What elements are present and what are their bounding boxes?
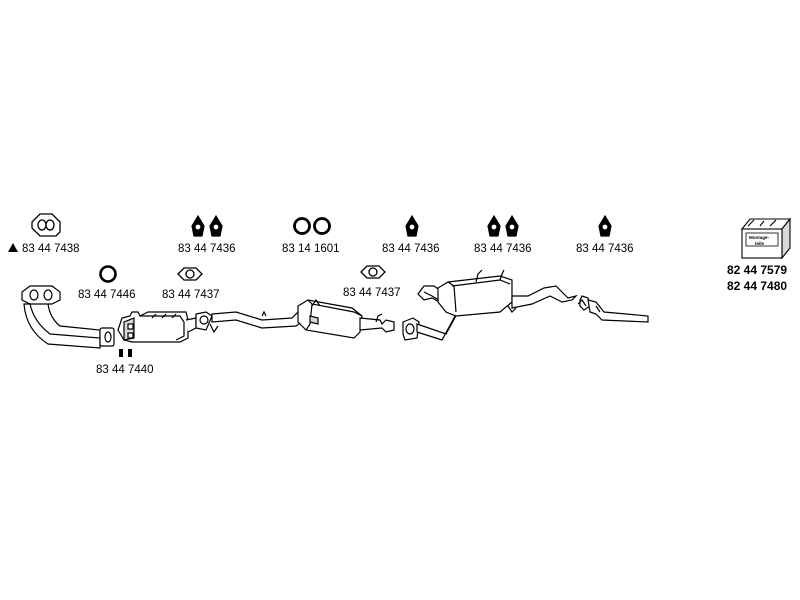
intermediate-pipe	[195, 305, 311, 334]
mounting-kit-box-icon	[740, 217, 792, 260]
part-number-o-rings: 83 14 1601	[282, 243, 340, 255]
part-number-hanger-single-1: 83 44 7436	[382, 243, 440, 255]
part-number-manifold-gasket: 83 44 7438	[22, 243, 80, 255]
part-number-clamp-pair: 83 44 7440	[96, 364, 154, 376]
rubber-hanger-pair-icon	[487, 214, 519, 237]
middle-muffler	[297, 298, 395, 339]
kit-code-2: 82 44 7480	[727, 279, 787, 293]
flange-gasket-icon	[360, 265, 386, 279]
clamp-pair-icon	[119, 349, 132, 357]
rubber-hanger-icon	[598, 214, 612, 237]
triangle-marker-icon	[8, 243, 18, 252]
rubber-hanger-pair-icon	[191, 214, 223, 237]
part-number-ring-gasket: 83 44 7446	[78, 289, 136, 301]
part-number-hanger-pair-2: 83 44 7436	[474, 243, 532, 255]
kit-box-label-line1: Montage-	[749, 235, 769, 240]
rear-muffler	[437, 269, 578, 317]
kit-box-label-line2: teile	[755, 241, 765, 246]
o-rings-icon	[293, 217, 331, 235]
part-number-flange-gasket-2: 83 44 7437	[343, 287, 401, 299]
flange-gasket-icon	[177, 267, 203, 281]
rubber-hanger-icon	[405, 214, 419, 237]
tail-pipe	[577, 295, 649, 323]
part-number-hanger-single-2: 83 44 7436	[576, 243, 634, 255]
manifold-gasket-icon	[31, 213, 61, 237]
catalytic-converter	[117, 311, 197, 343]
front-downpipe	[21, 285, 115, 349]
ring-gasket-icon	[99, 265, 117, 283]
part-number-hanger-pair-1: 83 44 7436	[178, 243, 236, 255]
part-number-flange-gasket-1: 83 44 7437	[162, 289, 220, 301]
kit-code-1: 82 44 7579	[727, 263, 787, 277]
